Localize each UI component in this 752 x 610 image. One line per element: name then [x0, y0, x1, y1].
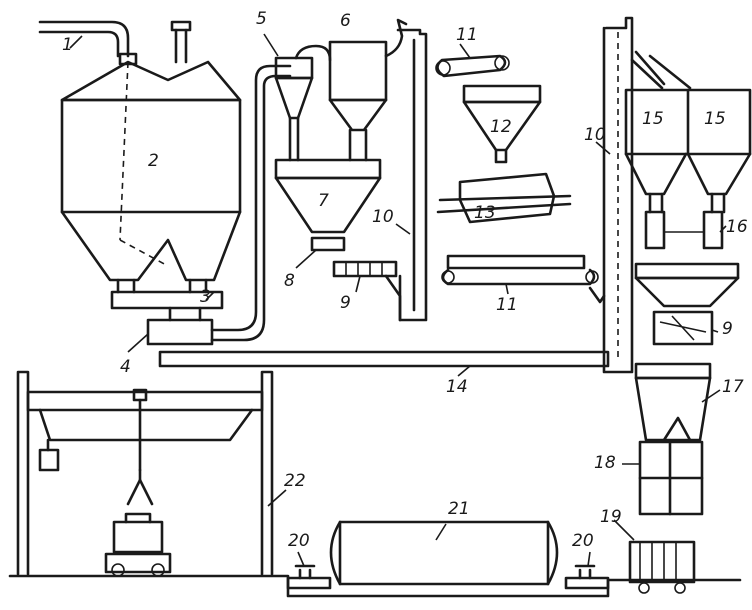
label-15a: 15	[642, 109, 664, 129]
cyclone-separator	[274, 44, 332, 162]
dust-filter	[328, 18, 408, 162]
label-2: 2	[148, 151, 159, 171]
label-16: 16	[726, 217, 748, 237]
label-7: 7	[318, 191, 329, 211]
weigh-hopper-right	[634, 262, 740, 308]
belt-conveyor-top	[435, 54, 510, 78]
long-screw-conveyor	[158, 350, 610, 368]
dosing-hopper	[274, 158, 382, 234]
label-9b: 9	[722, 319, 733, 339]
label-15b: 15	[704, 109, 726, 129]
label-4: 4	[120, 357, 131, 377]
label-14: 14	[446, 377, 468, 397]
label-22: 22	[284, 471, 306, 491]
label-1: 1	[62, 35, 73, 55]
screw-mixer-left	[332, 260, 398, 278]
leader-lines	[69, 33, 727, 567]
label-8: 8	[284, 271, 295, 291]
product-cart	[104, 512, 172, 577]
mixer-right	[652, 310, 714, 346]
drying-drum	[436, 172, 572, 224]
label-3: 3	[200, 287, 211, 307]
label-18: 18	[594, 453, 616, 473]
weigh-feeder	[310, 236, 346, 252]
label-20b: 20	[572, 531, 594, 551]
part-labels: 1 2 3 4 5 6 7 8 9 10 11 12 13 11 10 14 1…	[62, 9, 748, 551]
label-12: 12	[490, 117, 512, 137]
bin-dispensers	[644, 210, 724, 250]
label-19: 19	[600, 507, 622, 527]
label-17: 17	[722, 377, 744, 397]
label-6: 6	[340, 11, 351, 31]
autoclave	[329, 520, 559, 586]
label-20a: 20	[288, 531, 310, 551]
label-11b: 11	[496, 295, 518, 315]
belt-conveyor-bottom	[441, 254, 606, 304]
label-13: 13	[474, 203, 496, 223]
cement-silos	[60, 20, 242, 294]
batch-hopper	[634, 362, 712, 442]
silo-screw-conveyor	[110, 290, 224, 310]
label-21: 21	[448, 499, 470, 519]
crane-bay	[16, 370, 274, 576]
label-11a: 11	[456, 25, 478, 45]
storage-bins	[624, 88, 752, 214]
floor-line	[8, 574, 742, 598]
label-5: 5	[256, 9, 267, 29]
bucket-elevator-left	[384, 28, 428, 322]
bucket-elevator-right	[602, 16, 692, 374]
receiving-hopper	[462, 84, 542, 164]
label-10a: 10	[372, 207, 394, 227]
transfer-cart	[628, 540, 696, 594]
label-10b: 10	[584, 125, 606, 145]
label-9a: 9	[340, 293, 351, 313]
mold-stack	[638, 440, 704, 516]
pneumatic-pump	[146, 64, 292, 346]
supply-pipe	[38, 20, 138, 66]
